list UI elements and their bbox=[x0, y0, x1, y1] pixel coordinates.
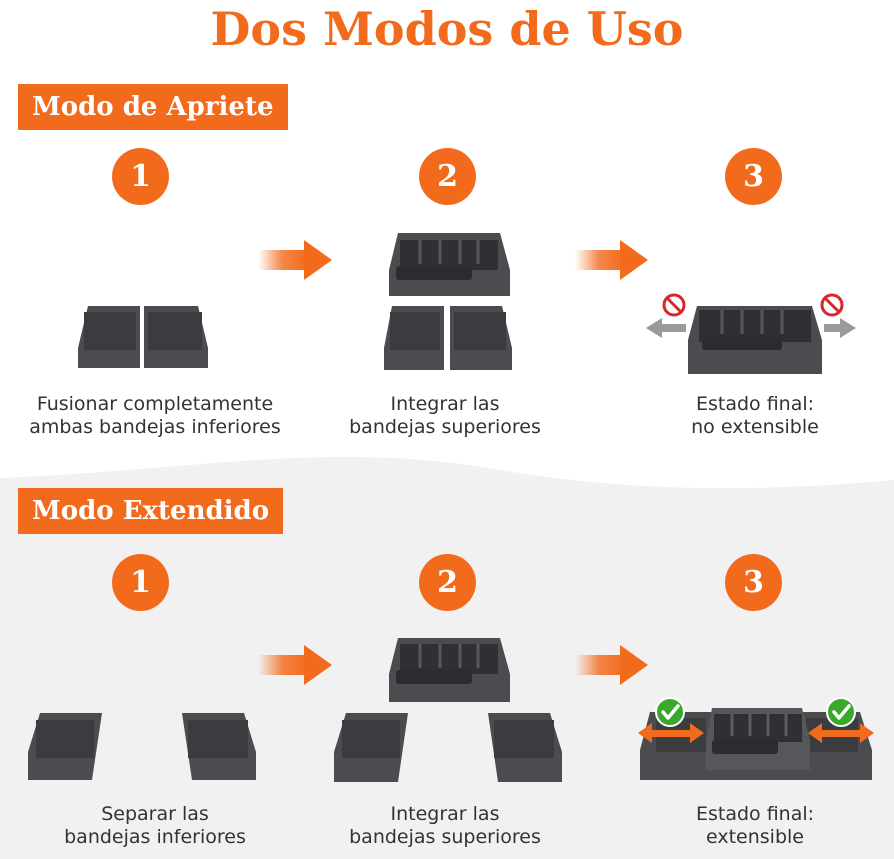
caption-line: Fusionar completamente bbox=[36, 393, 274, 415]
caption-line: Estado final: bbox=[695, 803, 815, 825]
step-caption: Fusionar completamente ambas bandejas in… bbox=[10, 393, 300, 439]
lower-tray-right bbox=[144, 306, 208, 368]
final-tray-compact bbox=[688, 306, 822, 374]
double-arrow-icon bbox=[808, 723, 874, 743]
caption-line: no extensible bbox=[691, 416, 819, 438]
step-number-2: 2 bbox=[419, 554, 476, 611]
caption-line: Estado final: bbox=[695, 393, 815, 415]
caption-line: bandejas superiores bbox=[349, 826, 541, 848]
caption-line: bandejas inferiores bbox=[64, 826, 246, 848]
lower-tray-left bbox=[78, 306, 140, 368]
upper-tray bbox=[389, 233, 510, 296]
step-caption: Integrar las bandejas superiores bbox=[310, 393, 580, 439]
step-caption: Separar las bandejas inferiores bbox=[10, 803, 300, 849]
caption-line: ambas bandejas inferiores bbox=[29, 416, 281, 438]
lower-tray-left bbox=[28, 713, 102, 780]
step-caption: Estado final: no extensible bbox=[620, 393, 890, 439]
lower-tray-right bbox=[182, 713, 256, 780]
lower-tray-right bbox=[488, 713, 562, 782]
upper-tray bbox=[389, 638, 510, 702]
arrow-right-icon bbox=[575, 240, 648, 280]
prohibited-icon bbox=[662, 293, 686, 317]
caption-line: Integrar las bbox=[390, 803, 500, 825]
mode-label-apriete: Modo de Apriete bbox=[18, 84, 288, 130]
step-number-3: 3 bbox=[725, 554, 782, 611]
step-caption: Integrar las bandejas superiores bbox=[310, 803, 580, 849]
caption-line: bandejas superiores bbox=[349, 416, 541, 438]
arrow-right-icon bbox=[258, 645, 332, 685]
caption-line: Separar las bbox=[101, 803, 209, 825]
arrow-right-icon bbox=[258, 240, 332, 280]
lower-tray-left bbox=[334, 713, 408, 782]
lower-tray-left bbox=[384, 306, 444, 370]
step-number-2: 2 bbox=[419, 148, 476, 205]
step-number-1: 1 bbox=[112, 554, 169, 611]
caption-line: Integrar las bbox=[390, 393, 500, 415]
prohibited-icon bbox=[820, 293, 844, 317]
step-caption: Estado final: extensible bbox=[620, 803, 890, 849]
caption-line: extensible bbox=[706, 826, 804, 848]
double-arrow-icon bbox=[638, 723, 704, 743]
step-number-3: 3 bbox=[725, 148, 782, 205]
check-icon bbox=[655, 697, 685, 727]
page-title: Dos Modos de Uso bbox=[210, 2, 684, 56]
arrow-right-icon bbox=[575, 645, 648, 685]
check-icon bbox=[826, 697, 856, 727]
step-number-1: 1 bbox=[112, 148, 169, 205]
double-arrow-icon bbox=[646, 318, 856, 338]
lower-tray-right bbox=[450, 306, 512, 370]
mode-label-extendido: Modo Extendido bbox=[18, 488, 284, 534]
